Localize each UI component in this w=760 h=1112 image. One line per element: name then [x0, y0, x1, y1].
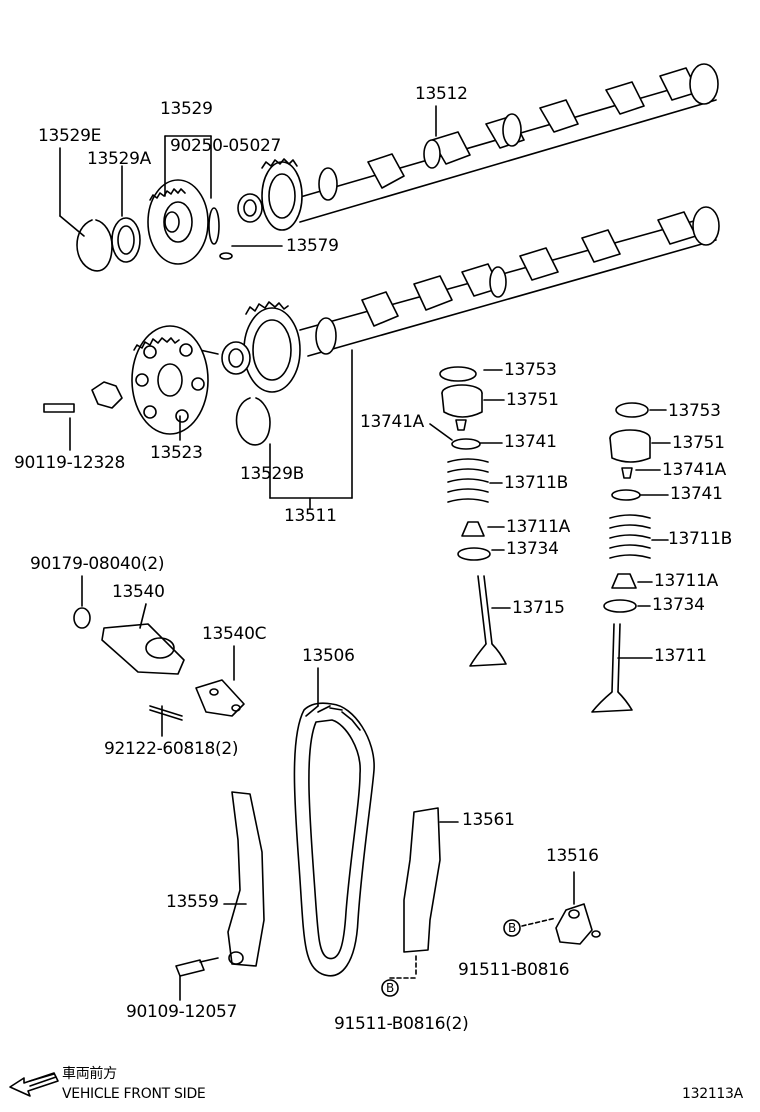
label-13523: 13523 — [150, 443, 203, 463]
label-13711A-b: 13711A — [654, 571, 718, 591]
label-13711B-b: 13711B — [668, 529, 732, 549]
label-90109-12057: 90109-12057 — [126, 1002, 237, 1022]
label-13734-b: 13734 — [652, 595, 705, 615]
label-91511-B0816: 91511-B0816 — [458, 960, 570, 980]
camshaft-13512 — [237, 63, 719, 231]
label-13711: 13711 — [654, 646, 707, 666]
label-13741A-b: 13741A — [662, 460, 726, 480]
label-13540: 13540 — [112, 582, 165, 602]
bolt-marker-b-2: B — [386, 981, 394, 995]
label-13711A-a: 13711A — [506, 517, 570, 537]
label-13734-a: 13734 — [506, 539, 559, 559]
label-92122-60818: 92122-60818(2) — [104, 739, 239, 759]
label-13751-b: 13751 — [672, 433, 725, 453]
valve-assembly-right — [591, 402, 651, 713]
figure-id: 132113A — [682, 1086, 743, 1102]
gear-13529 — [76, 179, 233, 272]
label-13753-a: 13753 — [504, 360, 557, 380]
label-13529E: 13529E — [38, 126, 102, 146]
label-13512: 13512 — [415, 84, 468, 104]
camshaft-13511 — [199, 206, 720, 393]
chain-guide-13561 — [403, 807, 441, 953]
label-13751-a: 13751 — [506, 390, 559, 410]
label-13516: 13516 — [546, 846, 599, 866]
valve-assembly-left — [439, 366, 507, 667]
bracket-13516 — [555, 903, 601, 945]
bolt-marker-b-1: B — [508, 921, 516, 935]
label-13559: 13559 — [166, 892, 219, 912]
label-13561: 13561 — [462, 810, 515, 830]
label-90179-08040: 90179-08040(2) — [30, 554, 165, 574]
chain-tensioner-13540 — [73, 607, 245, 721]
label-13529B: 13529B — [240, 464, 304, 484]
label-91511-B0816-2: 91511-B0816(2) — [334, 1014, 469, 1034]
label-13711B-a: 13711B — [504, 473, 568, 493]
label-13741A-a: 13741A — [360, 412, 424, 432]
front-direction-arrow-icon — [9, 1072, 59, 1097]
label-13741-a: 13741 — [504, 432, 557, 452]
label-13511: 13511 — [284, 506, 337, 526]
bolt-markers — [381, 919, 521, 997]
label-13529A: 13529A — [87, 149, 151, 169]
label-90119-12328: 90119-12328 — [14, 453, 125, 473]
label-13540C: 13540C — [202, 624, 267, 644]
front-direction-label-jp: 車両前方 — [62, 1066, 117, 1082]
front-direction-label-en: VEHICLE FRONT SIDE — [62, 1086, 206, 1102]
label-13741-b: 13741 — [670, 484, 723, 504]
leader-lines — [59, 105, 671, 1001]
label-13506: 13506 — [302, 646, 355, 666]
label-13529: 13529 — [160, 99, 213, 119]
gear-13523 — [43, 325, 271, 446]
chain-guide-13559 — [175, 791, 265, 977]
label-13753-b: 13753 — [668, 401, 721, 421]
label-90250-05027: 90250-05027 — [170, 136, 281, 156]
label-13579: 13579 — [286, 236, 339, 256]
timing-chain-13506 — [293, 702, 375, 977]
label-13715: 13715 — [512, 598, 565, 618]
